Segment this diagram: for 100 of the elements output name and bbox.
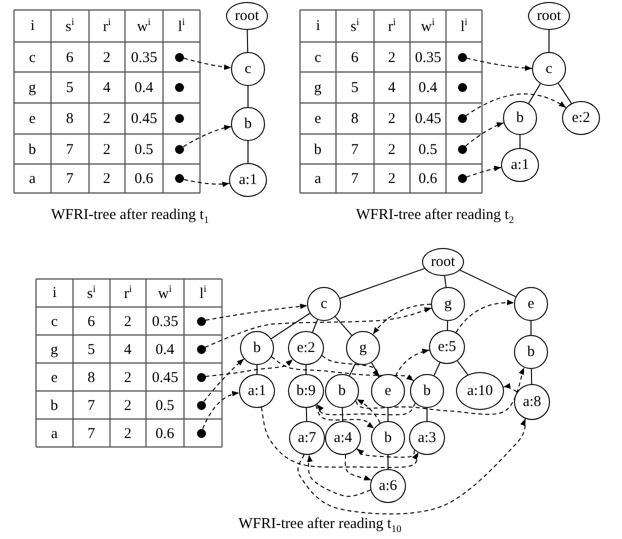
table-header: i bbox=[30, 18, 35, 34]
table-cell: 0.4 bbox=[134, 81, 154, 96]
tree-node: c bbox=[532, 52, 566, 86]
pointer-arrow bbox=[395, 348, 430, 376]
tree-edge bbox=[270, 312, 310, 340]
tree-node: root bbox=[226, 2, 268, 30]
tree-node: b bbox=[410, 374, 444, 408]
table-cell: e bbox=[51, 370, 58, 386]
tree-edge bbox=[334, 316, 352, 336]
tree-node: a:6 bbox=[370, 469, 406, 503]
tree-node: g bbox=[346, 331, 380, 365]
tree-node: b bbox=[325, 374, 359, 408]
table-cell: 4 bbox=[103, 81, 110, 96]
table-header: l$^{i}$ bbox=[460, 18, 468, 34]
table-header: s$^{i}$ bbox=[350, 18, 360, 34]
pointer-dot bbox=[458, 83, 466, 92]
tree-node: e bbox=[371, 374, 405, 408]
pointer-arrow bbox=[356, 398, 381, 424]
tree-edge bbox=[548, 30, 550, 52]
table-cell: 2 bbox=[388, 142, 396, 158]
tree-edge bbox=[371, 362, 380, 377]
pointer-arrow bbox=[306, 454, 372, 497]
table-header: w$^{i}$ bbox=[137, 18, 151, 34]
tree-edge bbox=[306, 408, 308, 422]
table-cell: e bbox=[314, 112, 322, 127]
pointer-dot bbox=[458, 52, 466, 62]
pointer-arrow bbox=[202, 391, 240, 430]
table-header: r$^{i}$ bbox=[103, 18, 111, 34]
pointer-dot bbox=[175, 114, 184, 123]
pointer-arrow bbox=[203, 358, 244, 402]
table-header: i bbox=[316, 18, 320, 34]
table-cell: c bbox=[29, 50, 36, 66]
tree-node: root bbox=[528, 2, 570, 30]
table-cell: 6 bbox=[66, 50, 74, 66]
table-cell: g bbox=[50, 342, 58, 358]
table-header: i bbox=[52, 286, 57, 300]
table-header: l$^{i}$ bbox=[178, 18, 185, 34]
pointer-arrow bbox=[322, 355, 380, 378]
table-cell: 2 bbox=[388, 50, 396, 66]
pointer-arrow bbox=[183, 178, 230, 188]
table-header: s$^{i}$ bbox=[87, 284, 96, 302]
pointer-dot bbox=[458, 174, 466, 183]
table-cell: 2 bbox=[388, 112, 396, 127]
table-cell: 2 bbox=[103, 142, 110, 158]
tree-node: a:4 bbox=[325, 421, 361, 455]
table-cell: 8 bbox=[351, 112, 358, 127]
table-cell: 0.5 bbox=[156, 398, 174, 414]
table-cell: 2 bbox=[103, 172, 110, 187]
pointer-arrow bbox=[204, 307, 432, 348]
pointer-arrow bbox=[356, 448, 416, 458]
tree-node: b bbox=[231, 107, 265, 141]
pointer-arrow bbox=[344, 454, 372, 481]
tree-edge bbox=[460, 270, 516, 298]
tree-node: e:2 bbox=[562, 101, 600, 135]
table-cell: 2 bbox=[124, 314, 132, 330]
pointer-dot bbox=[196, 344, 206, 354]
table-cell: 0.6 bbox=[134, 172, 154, 187]
tree-node: e:5 bbox=[429, 330, 465, 364]
tree-edge bbox=[444, 275, 446, 288]
pointer-arrow bbox=[466, 58, 532, 71]
table-cell: 6 bbox=[351, 50, 358, 66]
table-cell: c bbox=[314, 50, 322, 66]
caption: WFRI-tree after reading t$_{2}$ bbox=[356, 208, 514, 226]
table-cell: b bbox=[314, 142, 322, 158]
pointer-arrow bbox=[316, 402, 416, 416]
table-cell: 4 bbox=[124, 342, 132, 358]
pointer-arrow bbox=[297, 418, 526, 514]
tree-edge bbox=[342, 408, 344, 422]
table-cell: 8 bbox=[88, 370, 95, 386]
tree-node: root bbox=[422, 248, 464, 276]
pointer-arrow bbox=[466, 166, 502, 178]
table-cell: g bbox=[28, 81, 36, 96]
pointer-dot bbox=[196, 428, 206, 438]
tree-edge bbox=[530, 320, 532, 336]
table-cell: 2 bbox=[124, 398, 132, 414]
pointer-arrow bbox=[204, 304, 308, 321]
table-cell: 0.45 bbox=[152, 370, 178, 386]
table-cell: 5 bbox=[66, 81, 74, 96]
table-cell: e bbox=[29, 112, 36, 127]
table-cell: 7 bbox=[88, 398, 95, 414]
table-cell: b bbox=[28, 142, 36, 158]
table-cell: 0.4 bbox=[418, 81, 438, 96]
table-cell: 0.45 bbox=[131, 112, 158, 127]
table-cell: 5 bbox=[88, 342, 95, 358]
table-cell: 4 bbox=[388, 81, 396, 96]
table-cell: a bbox=[314, 172, 322, 187]
table-cell: 8 bbox=[66, 112, 74, 127]
table-header: w$^{i}$ bbox=[158, 284, 172, 302]
tree-edge bbox=[434, 362, 440, 376]
pointer-dot bbox=[458, 114, 466, 123]
tree-node: a:1 bbox=[229, 163, 267, 197]
table-cell: 0.45 bbox=[415, 112, 442, 127]
table-cell: 0.6 bbox=[156, 426, 174, 442]
pointer-arrow bbox=[204, 358, 294, 377]
pointer-arrow bbox=[271, 356, 414, 382]
tree-node: b bbox=[503, 101, 537, 135]
table-cell: a bbox=[29, 172, 36, 187]
pointer-dot bbox=[175, 83, 184, 92]
tree-node: g bbox=[431, 287, 465, 321]
table-header: s$^{i}$ bbox=[66, 18, 74, 34]
